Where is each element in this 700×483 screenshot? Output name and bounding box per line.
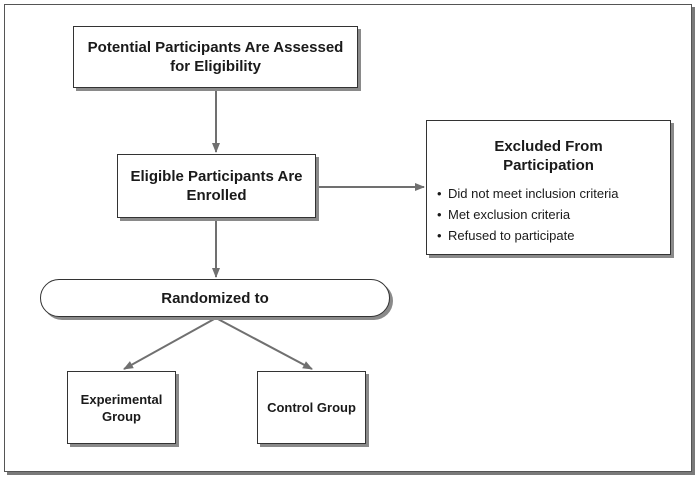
excluded-title-line2: Participation bbox=[503, 157, 594, 174]
arrow-randomized-to-control bbox=[215, 317, 313, 370]
control-group-label: Control Group bbox=[267, 400, 356, 415]
enrolled-label: Eligible Participants Are Enrolled bbox=[131, 167, 303, 205]
enrolled-label-line1: Eligible Participants Are bbox=[130, 168, 303, 185]
randomized-label: Randomized to bbox=[161, 289, 269, 307]
excluded-reason-text: Met exclusion criteria bbox=[448, 207, 571, 222]
excluded-title-line1: Excluded From bbox=[494, 138, 603, 155]
excluded-reason-item: • Did not meet inclusion criteria bbox=[437, 183, 670, 204]
control-group-box: Control Group bbox=[257, 371, 366, 444]
assessment-label-line1: Potential Participants Are Assessed bbox=[87, 39, 344, 56]
arrow-randomized-to-experimental bbox=[123, 317, 217, 370]
excluded-reason-text: Did not meet inclusion criteria bbox=[448, 186, 619, 201]
excluded-reasons-list: • Did not meet inclusion criteria • Met ex… bbox=[427, 183, 670, 246]
assessment-label-line2: for Eligibility bbox=[170, 58, 261, 75]
assessment-label: Potential Participants Are Assessed for … bbox=[88, 38, 344, 76]
enrolled-label-line2: Enrolled bbox=[186, 187, 247, 204]
randomized-box: Randomized to bbox=[40, 279, 390, 317]
bullet-icon: • bbox=[437, 186, 442, 201]
bullet-icon: • bbox=[437, 228, 442, 243]
enrolled-box: Eligible Participants Are Enrolled bbox=[117, 154, 316, 218]
experimental-label-line1: Experimental bbox=[80, 391, 163, 407]
excluded-reason-item: • Met exclusion criteria bbox=[437, 204, 670, 225]
excluded-box: Excluded From Participation • Did not mee… bbox=[426, 120, 671, 255]
experimental-label-line2: Group bbox=[102, 408, 141, 424]
experimental-group-label: Experimental Group bbox=[81, 391, 163, 425]
bullet-icon: • bbox=[437, 207, 442, 222]
excluded-reason-text: Refused to participate bbox=[448, 228, 575, 243]
assessment-box: Potential Participants Are Assessed for … bbox=[73, 26, 358, 88]
excluded-title: Excluded From Participation bbox=[427, 137, 670, 175]
excluded-reason-item: • Refused to participate bbox=[437, 225, 670, 246]
experimental-group-box: Experimental Group bbox=[67, 371, 176, 444]
